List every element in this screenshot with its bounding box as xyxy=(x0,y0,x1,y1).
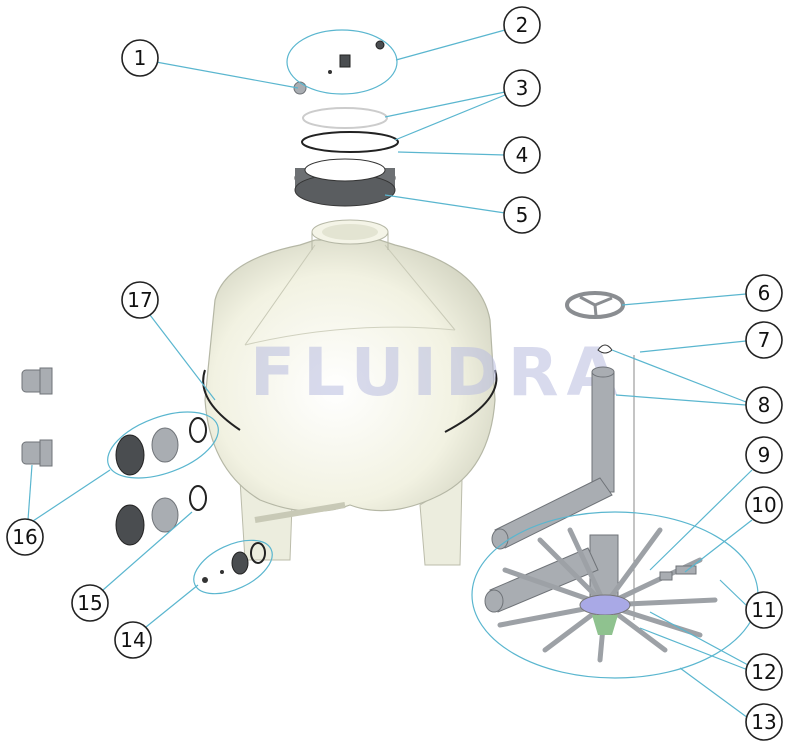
callout-4: 4 xyxy=(503,136,541,174)
callout-1: 1 xyxy=(121,39,159,77)
connector-set-15 xyxy=(115,417,207,546)
svg-text:4: 4 xyxy=(516,143,529,167)
drain-pipe xyxy=(254,502,346,523)
callout-9: 9 xyxy=(745,436,783,474)
callout-12: 12 xyxy=(745,653,783,691)
o-ring-4 xyxy=(301,131,399,153)
collector-base xyxy=(592,615,618,635)
valve-parts-2 xyxy=(293,40,385,95)
unions-16 xyxy=(21,367,53,467)
drain-set-14 xyxy=(202,542,266,583)
svg-text:15: 15 xyxy=(77,591,102,615)
callout-3: 3 xyxy=(503,69,541,107)
svg-text:16: 16 xyxy=(12,525,37,549)
svg-text:11: 11 xyxy=(751,598,776,622)
svg-text:13: 13 xyxy=(751,710,776,734)
svg-text:17: 17 xyxy=(127,288,152,312)
svg-text:8: 8 xyxy=(758,393,771,417)
svg-text:6: 6 xyxy=(758,281,771,305)
lateral-10 xyxy=(659,565,697,581)
callout-10: 10 xyxy=(745,486,783,524)
collector-hub-9 xyxy=(579,594,631,616)
watermark: FLUIDRA xyxy=(250,334,626,411)
callout-8: 8 xyxy=(745,386,783,424)
lid-3 xyxy=(302,107,388,129)
callout-6: 6 xyxy=(745,274,783,312)
callout-7: 7 xyxy=(745,321,783,359)
callout-14: 14 xyxy=(114,621,152,659)
callout-2: 2 xyxy=(503,6,541,44)
svg-text:3: 3 xyxy=(516,76,529,100)
svg-text:1: 1 xyxy=(134,46,147,70)
callout-15: 15 xyxy=(71,584,109,622)
svg-text:7: 7 xyxy=(758,328,771,352)
callout-16: 16 xyxy=(6,518,44,556)
callout-11: 11 xyxy=(745,591,783,629)
handwheel-6 xyxy=(565,291,625,319)
callout-5: 5 xyxy=(503,196,541,234)
svg-text:9: 9 xyxy=(758,443,771,467)
svg-text:5: 5 xyxy=(516,203,529,227)
svg-text:14: 14 xyxy=(120,628,145,652)
tank-band-seal-17 xyxy=(202,369,498,433)
callout-17: 17 xyxy=(121,281,159,319)
callout-13: 13 xyxy=(745,703,783,741)
svg-text:2: 2 xyxy=(516,13,529,37)
clamp-ring-5 xyxy=(294,158,396,207)
svg-text:12: 12 xyxy=(751,660,776,684)
svg-text:10: 10 xyxy=(751,493,776,517)
